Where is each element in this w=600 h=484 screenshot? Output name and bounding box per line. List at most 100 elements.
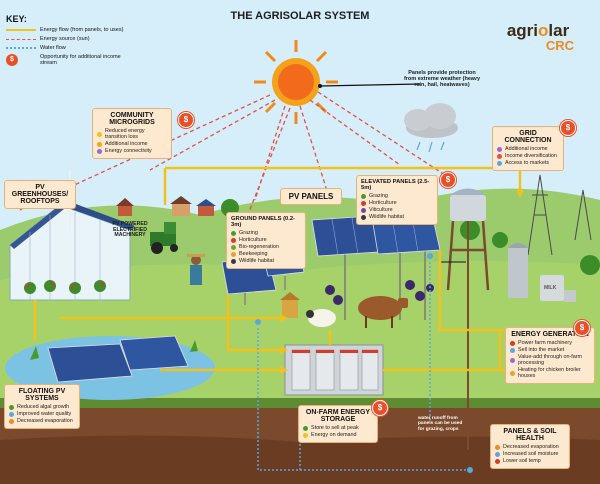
water-drop-icon [9, 411, 14, 417]
key-item-income: $ Opportunity for additional income stre… [6, 54, 166, 66]
list-item: Horticulture [231, 237, 301, 243]
list-item: Grazing [231, 230, 301, 236]
money-bag-icon: $ [574, 320, 590, 336]
list-item: Store to sell at peak [303, 425, 373, 431]
key-heading: KEY: [6, 14, 27, 24]
list-item: Additional income [97, 141, 167, 147]
water-drop-icon [495, 451, 500, 457]
market-icon [510, 347, 515, 353]
sun-icon [9, 418, 14, 424]
key-item-energy-source: Energy source (sun) [6, 36, 166, 42]
box-title: ON-FARM ENERGY STORAGE [305, 409, 371, 423]
battery-storage-icon [284, 344, 384, 396]
list-item: Reduced algal growth [9, 404, 75, 410]
money-bag-icon: $ [6, 54, 18, 66]
box-title: ENERGY GENERATION [511, 331, 589, 338]
beehive-icon [280, 292, 300, 318]
brand-sun-o-icon: o [538, 21, 549, 40]
list-item: Viticulture [361, 207, 433, 213]
milk-label: MILK [544, 285, 557, 291]
processing-silos [508, 243, 576, 302]
list-item: Energy connectivity [97, 148, 167, 154]
tomato-icon [361, 200, 366, 206]
brand-name-left: agri [506, 21, 538, 40]
algae-icon [9, 404, 14, 410]
list-item: Additional income [497, 146, 559, 152]
sun-note-pointer [319, 83, 421, 87]
brand-name-right: lar [548, 21, 570, 40]
battery-icon [303, 425, 308, 431]
list-item: Increased soil moisture [495, 451, 565, 457]
thermometer-icon [495, 458, 500, 464]
tomato-icon [231, 237, 236, 243]
bolt-icon [97, 131, 102, 137]
tractor-icon [510, 340, 515, 346]
floating-pv-box: FLOATING PV SYSTEMS Reduced algal growth… [4, 384, 80, 429]
energy-generation-box: ENERGY GENERATION Power farm machinery S… [505, 327, 595, 384]
energy-storage-box: ON-FARM ENERGY STORAGE Store to sell at … [298, 405, 378, 443]
key-label: Water flow [40, 45, 66, 51]
money-bag-icon: $ [440, 172, 456, 188]
market-icon [497, 160, 502, 166]
water-drop-icons [255, 253, 473, 473]
deep-soil [0, 435, 600, 484]
grape-icon [361, 207, 366, 213]
list-item: Income diversification [497, 153, 559, 159]
list-item: Power farm machinery [510, 340, 590, 346]
vines [325, 280, 434, 305]
money-bag-icon: $ [560, 120, 576, 136]
list-item: Energy on demand [303, 432, 373, 438]
box-title: PANELS & SOIL HEALTH [503, 428, 557, 442]
money-bag-icon: $ [178, 112, 194, 128]
list-item: Wildlife habitat [231, 258, 301, 264]
box-title: GROUND PANELS (0.2-3m) [231, 216, 295, 228]
energy-source-dash-icon [6, 38, 36, 40]
ground-panels-box: GROUND PANELS (0.2-3m) Grazing Horticult… [226, 212, 306, 269]
list-item: Beekeeping [231, 251, 301, 257]
box-title: PV PANELS [288, 192, 334, 201]
storm-cloud-icon [404, 103, 458, 153]
box-title: PV GREENHOUSES/ ROOFTOPS [11, 184, 69, 205]
trees [221, 199, 600, 275]
runoff-note: water runoff from panels can be used for… [418, 416, 463, 432]
farmer-icon [187, 254, 205, 285]
money-bag-icon: $ [372, 400, 388, 416]
list-item: Wildlife habitat [361, 214, 433, 220]
water-flow-lines [257, 262, 470, 471]
key-item-water-flow: Water flow [6, 45, 166, 51]
list-item: Bio-regeneration [231, 244, 301, 250]
list-item: Access to markets [497, 160, 559, 166]
list-item: Heating for chicken broiler houses [510, 367, 590, 379]
bolt-icon [303, 432, 308, 438]
houses [116, 196, 216, 216]
sun-icon [254, 40, 338, 124]
list-item: Reduced energy transition loss [97, 128, 167, 140]
chicken-icon [510, 370, 515, 376]
network-icon [97, 148, 102, 154]
soil-top [0, 398, 600, 408]
bird-icon [231, 258, 236, 264]
cow-icon [358, 296, 408, 328]
soil-health-box: PANELS & SOIL HEALTH Decreased evaporati… [490, 424, 570, 469]
box-title: GRID CONNECTION [504, 130, 552, 144]
coin-icon [497, 146, 502, 152]
key-label: Opportunity for additional income stream [40, 54, 121, 66]
key-legend: KEY: Energy flow (from panels, to uses) … [6, 14, 166, 66]
list-item: Grazing [361, 193, 433, 199]
machinery-label: PV POWERED ELECTRIFIED MACHINERY [112, 221, 148, 239]
brand-sub: CRC [545, 38, 574, 53]
grass-icon [361, 193, 366, 199]
factory-icon [510, 357, 515, 363]
key-label: Energy flow (from panels, to uses) [40, 27, 124, 33]
weather-protection-note: Panels provide protection from extreme w… [403, 70, 481, 89]
pv-greenhouses-box: PV GREENHOUSES/ ROOFTOPS [4, 180, 76, 209]
key-item-energy-flow: Energy flow (from panels, to uses) [6, 27, 166, 33]
water-flow-dot-icon [6, 47, 36, 49]
energy-flow-arrow-icon [6, 29, 36, 31]
elevated-panels-box: ELEVATED PANELS (2.5-5m) Grazing Horticu… [356, 175, 438, 225]
box-title: COMMUNITY MICROGRIDS [109, 112, 155, 126]
pv-panels-box: PV PANELS [280, 188, 342, 205]
coin-icon [97, 141, 102, 147]
bird-icon [361, 214, 366, 220]
brand-logo: agrioslar CRC [488, 22, 588, 52]
